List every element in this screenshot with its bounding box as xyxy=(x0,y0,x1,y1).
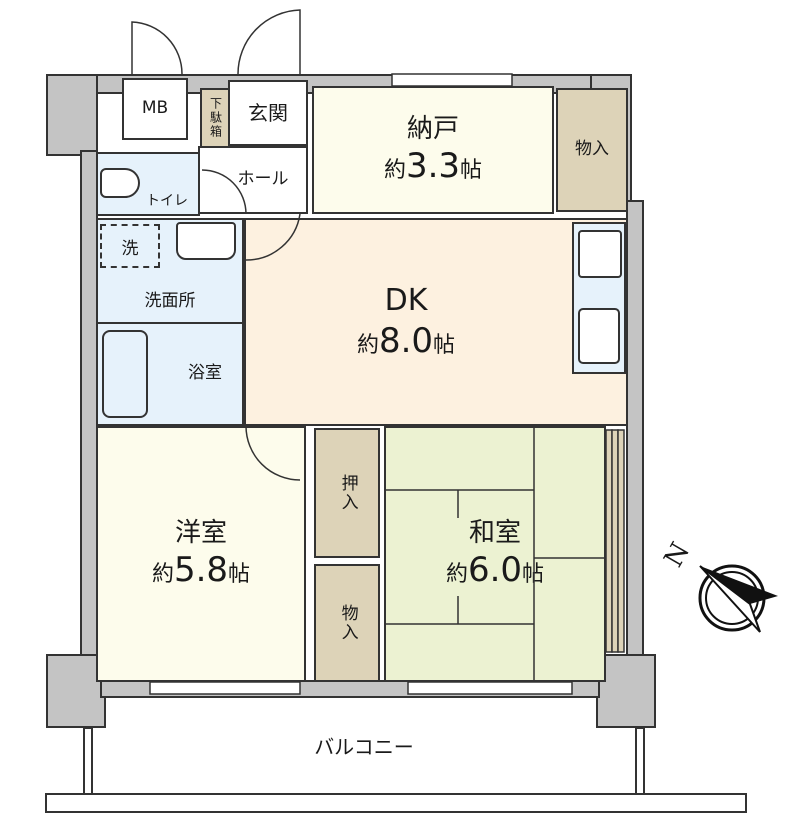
washer-label: 洗 xyxy=(121,238,139,259)
room-washroom-label: 洗面所 xyxy=(144,290,196,311)
room-storage: 納戸 約3.3帖 xyxy=(312,86,554,214)
kitchen-sink-icon xyxy=(578,308,620,364)
room-western-size: 約5.8帖 xyxy=(151,550,251,590)
room-western-label: 洋室 xyxy=(174,517,227,548)
room-toilet-label: トイレ xyxy=(146,192,188,209)
room-dk-label: DK xyxy=(384,283,428,318)
room-japanese: 和室 約6.0帖 xyxy=(384,426,606,682)
outer-wall-right xyxy=(626,200,644,660)
room-oshiire-label: 押入 xyxy=(337,474,358,512)
room-hall-label: ホール xyxy=(237,169,289,190)
compass-icon xyxy=(698,564,778,633)
room-dk-size: 約8.0帖 xyxy=(356,320,456,361)
bathtub-icon xyxy=(102,330,148,418)
room-dk: DK 約8.0帖 xyxy=(244,218,628,426)
toilet-fixture-icon xyxy=(100,168,140,198)
stove-icon xyxy=(578,230,622,278)
balcony-area: バルコニー xyxy=(92,700,636,794)
room-shoe-box: 下駄箱 xyxy=(200,88,230,148)
room-japanese-label: 和室 xyxy=(468,517,521,548)
room-closet-ne-label: 物入 xyxy=(575,139,609,160)
room-mb: MB xyxy=(122,78,188,140)
room-storage-size: 約3.3帖 xyxy=(383,146,483,186)
room-western: 洋室 約5.8帖 xyxy=(96,426,306,682)
outer-wall-bottom xyxy=(100,680,600,698)
room-closet-s-label: 物入 xyxy=(337,604,358,642)
room-entrance-label: 玄関 xyxy=(248,100,288,125)
room-closet-s: 物入 xyxy=(314,564,380,682)
room-closet-ne: 物入 xyxy=(556,88,628,212)
room-shoe-box-label: 下駄箱 xyxy=(208,97,223,139)
sink-icon xyxy=(176,222,236,260)
compass: N xyxy=(659,536,780,636)
room-hall: ホール xyxy=(198,146,308,214)
washer-space: 洗 xyxy=(100,224,160,268)
room-entrance: 玄関 xyxy=(228,80,308,146)
column-se xyxy=(596,654,656,728)
room-storage-label: 納戸 xyxy=(406,113,459,144)
room-oshiire: 押入 xyxy=(314,428,380,558)
room-bathroom-label: 浴室 xyxy=(188,363,222,384)
room-balcony-label: バルコニー xyxy=(314,734,414,759)
room-japanese-size: 約6.0帖 xyxy=(445,550,545,590)
outer-wall-left-upper xyxy=(46,74,98,156)
room-mb-label: MB xyxy=(141,98,169,119)
